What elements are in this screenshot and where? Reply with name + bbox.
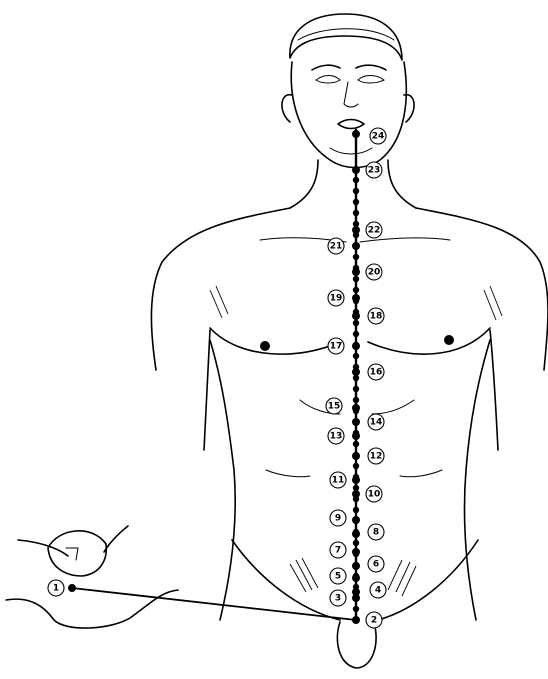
acupoint-label-16: 16 — [370, 368, 383, 378]
acupoint-label-9: 9 — [335, 514, 341, 524]
meridian-line — [72, 130, 356, 620]
acupoint-dot-11 — [352, 476, 360, 484]
acupoint-label-12: 12 — [370, 452, 383, 462]
meridian-dot — [353, 386, 359, 392]
meridian-dot — [353, 188, 359, 194]
meridian-dot — [353, 331, 359, 337]
acupoint-dot-19 — [352, 294, 360, 302]
acupoint-label-24: 24 — [372, 132, 385, 142]
meridian-dot — [353, 210, 359, 216]
acupoint-label-2: 2 — [371, 616, 377, 626]
acupoint-dot-21 — [352, 242, 360, 250]
acupoint-dot-1 — [68, 584, 76, 592]
acupoint-label-7: 7 — [335, 546, 341, 556]
meridian-dot — [353, 353, 359, 359]
acupoint-label-15: 15 — [328, 402, 341, 412]
meridian-dot — [353, 441, 359, 447]
acupoint-dot-17 — [352, 342, 360, 350]
acupoint-dot-6 — [352, 562, 360, 570]
acupoint-dot-15 — [352, 404, 360, 412]
acupoint-label-10: 10 — [368, 490, 381, 500]
acupoint-label-21: 21 — [330, 242, 343, 252]
acupoint-dot-22 — [352, 226, 360, 234]
acupoint-label-3: 3 — [335, 594, 341, 604]
acupoint-dot-10 — [352, 490, 360, 498]
meridian-dot — [353, 199, 359, 205]
meridian-dot — [353, 540, 359, 546]
acupoint-dot-12 — [352, 452, 360, 460]
acupoint-dot-14 — [352, 418, 360, 426]
acupoint-label-11: 11 — [332, 476, 345, 486]
acupoint-dot-5 — [352, 574, 360, 582]
acupoint-dot-9 — [352, 516, 360, 524]
acupoint-label-14: 14 — [370, 418, 383, 428]
inset-illustration — [6, 526, 178, 628]
acupoint-label-8: 8 — [373, 528, 379, 538]
meridian-dot — [353, 177, 359, 183]
acupoint-dot-2 — [352, 616, 360, 624]
meridian-dot — [353, 287, 359, 293]
acupoint-label-22: 22 — [368, 226, 381, 236]
meridian-dot — [353, 276, 359, 282]
acupoint-label-1: 1 — [53, 584, 59, 594]
acupoint-label-17: 17 — [330, 342, 343, 352]
acupoint-label-20: 20 — [368, 268, 381, 278]
meridian-dot — [353, 606, 359, 612]
acupoint-dot-16 — [352, 368, 360, 376]
meridian-dot — [353, 254, 359, 260]
acupoint-dot-13 — [352, 432, 360, 440]
acupoint-dot-7 — [352, 548, 360, 556]
meridian-dot — [353, 463, 359, 469]
head-illustration — [282, 14, 414, 168]
acupoint-label-4: 4 — [375, 586, 381, 596]
acupoint-label-6: 6 — [373, 560, 379, 570]
acupoint-label-18: 18 — [370, 312, 383, 322]
acupoint-dot-23 — [352, 166, 360, 174]
meridian-dot — [353, 397, 359, 403]
acupoint-label-13: 13 — [330, 432, 343, 442]
acupoint-dot-24 — [352, 130, 360, 138]
acupoint-dot-18 — [352, 312, 360, 320]
acupoint-dot-8 — [352, 530, 360, 538]
meridian-dot — [353, 320, 359, 326]
acupoint-label-5: 5 — [335, 572, 341, 582]
acupoint-dot-4 — [352, 588, 360, 596]
acupoint-label-19: 19 — [330, 294, 343, 304]
acupoint-label-23: 23 — [368, 166, 381, 176]
torso-illustration — [151, 160, 548, 668]
meridian-dot — [353, 507, 359, 513]
acupoint-dot-20 — [352, 268, 360, 276]
